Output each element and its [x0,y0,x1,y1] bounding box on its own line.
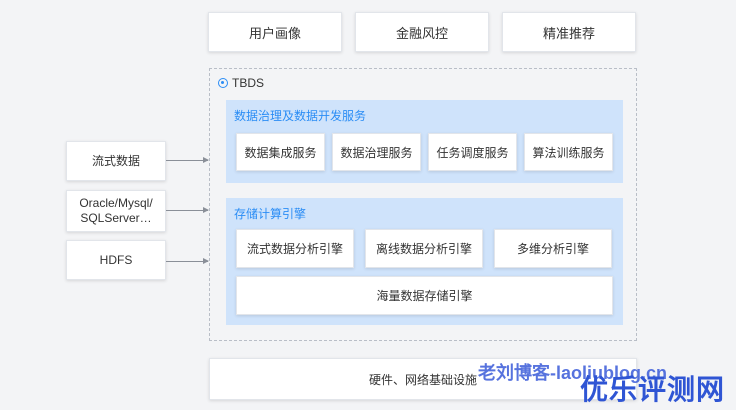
source-rdbms: Oracle/Mysql/ SQLServer… [66,190,166,232]
app-user-profile: 用户画像 [208,12,342,52]
tbds-label: TBDS [218,76,264,90]
blog-watermark: 老刘博客-laoliublog.cn [478,363,667,383]
source-hdfs: HDFS [66,240,166,280]
tbds-frame [209,68,637,341]
app-financial-risk: 金融风控 [355,12,489,52]
infrastructure-layer: 硬件、网络基础设施 [209,358,637,400]
governance-panel: 数据治理及数据开发服务 数据集成服务 数据治理服务 任务调度服务 算法训练服务 [226,100,623,183]
compute-panel: 存储计算引擎 流式数据分析引擎 离线数据分析引擎 多维分析引擎 海量数据存储引擎 [226,198,623,325]
site-watermark: 优乐评测网 [580,374,726,405]
service-scheduling: 任务调度服务 [428,133,517,171]
tbds-logo-icon [218,78,228,88]
app-precision-recommend: 精准推荐 [502,12,636,52]
engine-stream-analysis: 流式数据分析引擎 [236,229,354,268]
engine-mass-storage: 海量数据存储引擎 [236,276,613,315]
service-governance: 数据治理服务 [332,133,421,171]
governance-title: 数据治理及数据开发服务 [234,109,367,123]
arrow-rdbms [166,207,209,213]
service-integration: 数据集成服务 [236,133,325,171]
compute-title: 存储计算引擎 [234,207,307,221]
arrow-hdfs [166,258,209,264]
engine-offline-analysis: 离线数据分析引擎 [365,229,483,268]
source-stream-data: 流式数据 [66,141,166,181]
tbds-label-text: TBDS [232,76,265,90]
source-rdbms-line2: SQLServer… [80,211,152,225]
service-algorithm-training: 算法训练服务 [524,133,613,171]
engine-olap: 多维分析引擎 [494,229,612,268]
arrow-stream [166,157,209,163]
source-rdbms-line1: Oracle/Mysql/ [79,196,153,210]
